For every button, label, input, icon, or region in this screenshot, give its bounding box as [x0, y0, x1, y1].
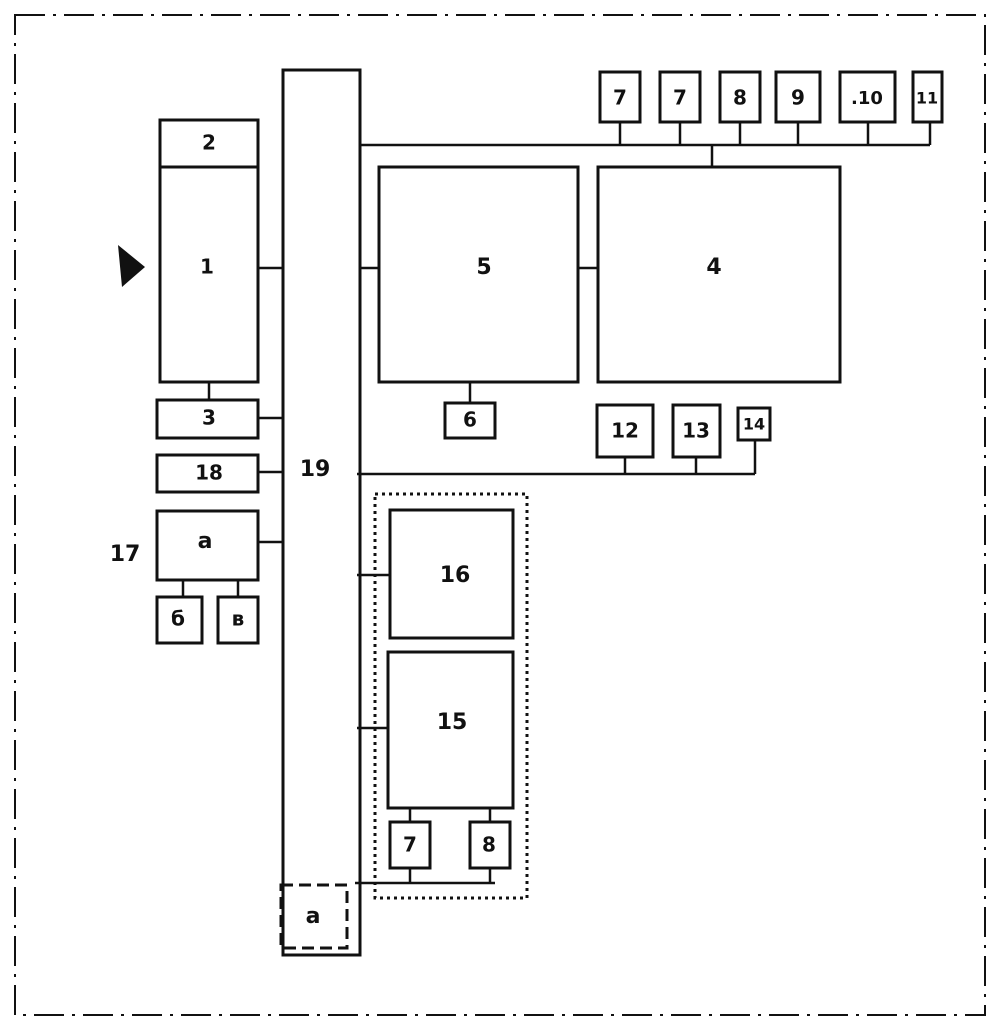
block-4: 4 [596, 165, 842, 384]
block-outline [736, 406, 772, 442]
block-label: б [171, 607, 185, 631]
block-label: 11 [916, 89, 938, 108]
block-outline [155, 595, 204, 645]
block-outline [155, 453, 260, 494]
block-17b: б [155, 595, 204, 645]
block-15-8: 8 [468, 820, 512, 870]
block-label: 2 [202, 131, 216, 155]
block-outline [911, 70, 944, 124]
subsystem-dotted-boundary [373, 492, 529, 900]
block-3: 3 [155, 398, 260, 440]
block-2: 2 [158, 118, 260, 169]
block-14: 14 [736, 406, 772, 442]
block-label: а [306, 904, 321, 929]
block-15-7: 7 [388, 820, 432, 870]
block-outline [388, 508, 515, 640]
block-label: 7 [673, 86, 687, 110]
block-outline [595, 403, 655, 459]
block-label: 19 [300, 457, 331, 482]
block-outline [671, 403, 722, 459]
block-7-top-b: 7 [658, 70, 702, 124]
block-label: 6 [463, 408, 477, 432]
block-label: 4 [706, 255, 721, 280]
block-label: 7 [613, 86, 627, 110]
block-label: .10 [851, 88, 883, 109]
block-label: а [198, 529, 213, 554]
block-outline [377, 165, 580, 384]
block-outline [443, 401, 497, 440]
block-label: в [232, 607, 245, 631]
block-18: 18 [155, 453, 260, 494]
block-8-top: 8 [718, 70, 762, 124]
block-outline [838, 70, 897, 124]
block-label: 14 [743, 415, 765, 434]
block-outline [155, 509, 260, 582]
block-outline [596, 165, 842, 384]
block-17-label: 17 [110, 542, 141, 567]
block-outline [216, 595, 260, 645]
block-outline [281, 68, 362, 957]
block-9: 9 [774, 70, 822, 124]
block-10: .10 [838, 70, 897, 124]
block-label: 18 [195, 461, 223, 485]
block-7-top-a: 7 [598, 70, 642, 124]
block-label: 1 [200, 255, 214, 279]
block-outline [658, 70, 702, 124]
block-outline [598, 70, 642, 124]
block-1: 1 [158, 165, 260, 384]
block-17v: в [216, 595, 260, 645]
frame-border [14, 14, 986, 1016]
block-outline [279, 883, 349, 950]
bus-19: 19 [281, 68, 362, 957]
block-label: 16 [440, 563, 471, 588]
block-label: 8 [482, 833, 496, 857]
block-16: 16 [388, 508, 515, 640]
block-label: 15 [437, 710, 468, 735]
block-outline [774, 70, 822, 124]
block-label: 8 [733, 86, 747, 110]
block-12: 12 [595, 403, 655, 459]
block-outline [718, 70, 762, 124]
block-label: 9 [791, 86, 805, 110]
block-label: 12 [611, 419, 639, 443]
block-19a: а [279, 883, 349, 950]
block-label: 13 [682, 419, 710, 443]
block-13: 13 [671, 403, 722, 459]
block-15: 15 [386, 650, 515, 810]
block-6: 6 [443, 401, 497, 440]
block-11: 11 [911, 70, 944, 124]
block-17a: а [155, 509, 260, 582]
block-label: 7 [403, 833, 417, 857]
input-arrow-icon [118, 245, 145, 287]
block-label: 3 [202, 406, 216, 430]
block-outline [386, 650, 515, 810]
block-5: 5 [377, 165, 580, 384]
block-label: 5 [476, 255, 491, 280]
